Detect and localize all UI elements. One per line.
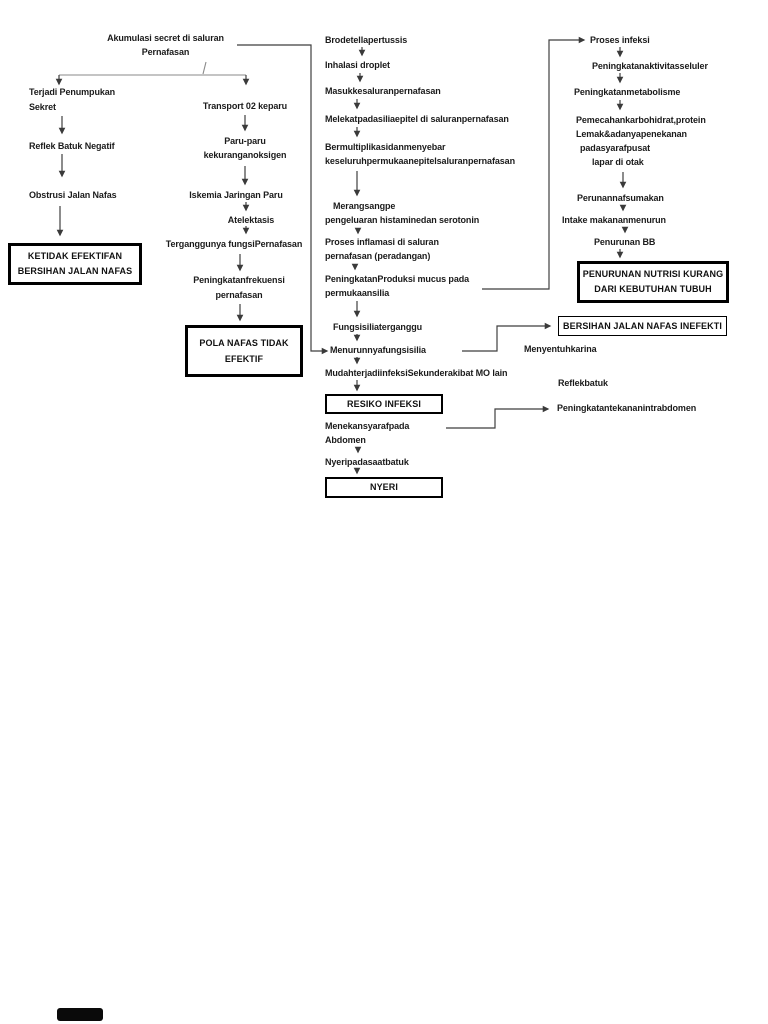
node-nyeri-saat-batuk: Nyeripadasaatbatuk <box>325 457 409 467</box>
node-mudah-infeksi-sekunder: MudahterjadiinfeksiSekunderakibat MO lai… <box>325 368 508 378</box>
node-reflek-batuk-negatif: Reflek Batuk Negatif <box>29 141 115 151</box>
node-fungsi-silia-terganggu: Fungsisiliaterganggu <box>333 322 423 332</box>
node-peningkatan-metabolisme: Peningkatanmetabolisme <box>574 87 681 97</box>
node-melekat-silia: Melekatpadasiliaepitel di saluranpernafa… <box>325 114 509 124</box>
node-akumulasi-sekret: Akumulasi secret di saluran Pernafasan <box>107 33 224 57</box>
node-masuk-saluran: Masukkesaluranpernafasan <box>325 86 441 96</box>
node-terganggunya-fungsi: Terganggunya fungsiPernafasan <box>165 239 303 249</box>
node-peningkatan-mucus: PeningkatanProduksi mucus pada permukaan… <box>325 274 470 298</box>
box-nyeri: NYERI <box>325 477 443 498</box>
box-resiko-infeksi: RESIKO INFEKSI <box>325 394 443 414</box>
node-intake-makanan-menurun: Intake makananmenurun <box>562 215 666 225</box>
node-inhalasi-droplet: Inhalasi droplet <box>325 60 390 70</box>
node-paru-kekurangan-oksigen: Paru-paru kekuranganoksigen <box>203 136 287 160</box>
node-iskemia-jaringan-paru: Iskemia Jaringan Paru <box>189 190 283 200</box>
box-pola-nafas-tidak-efektif: POLA NAFAS TIDAK EFEKTIF <box>185 325 303 377</box>
node-merangsang-pengeluaran: Merangsangpe pengeluaran histaminedan se… <box>325 201 480 225</box>
node-peningkatan-frekuensi: Peningkatanfrekuensi pernafasan <box>193 275 285 300</box>
node-transport-o2: Transport 02 keparu <box>202 101 288 111</box>
node-menekan-syaraf-abdomen: Menekansyarafpada Abdomen <box>325 421 410 445</box>
connector-menekan-to-tekanan <box>446 405 550 429</box>
node-bermultiplikasi: Bermultiplikasidanmenyebar keseluruhperm… <box>325 142 515 166</box>
node-penurunan-bb: Penurunan BB <box>594 237 656 247</box>
box-bersihan-jalan-nafas-inefektif: BERSIHAN JALAN NAFAS INEFEKTI <box>558 316 727 336</box>
box-ketidakefektifan-bersihan: KETIDAK EFEKTIFAN BERSIHAN JALAN NAFAS <box>8 243 142 285</box>
node-bordetella-pertussis: Brodetellapertussis <box>325 35 408 45</box>
page-footer-mark <box>57 1008 103 1021</box>
branch-stub <box>202 61 207 75</box>
box-penurunan-nutrisi: PENURUNAN NUTRISI KURANG DARI KEBUTUHAN … <box>577 261 729 303</box>
node-obstruksi-jalan-nafas: Obstrusi Jalan Nafas <box>29 190 117 200</box>
node-menyentuh-karina: Menyentuhkarina <box>524 344 597 354</box>
node-pemecahan-karbohidrat: Pemecahankarbohidrat,protein Lemak&adany… <box>576 115 706 167</box>
node-peningkatan-tekanan-intrabdomen: Peningkatantekananintrabdomen <box>557 403 697 413</box>
node-atelektasis: Atelektasis <box>227 215 275 225</box>
node-peningkatan-aktivitas-seluler: Peningkatanaktivitasseluler <box>592 61 708 71</box>
node-menurun-fungsi-silia: Menurunnyafungsisilia <box>330 345 426 355</box>
node-penurunan-nafsu-makan: Perunannafsumakan <box>577 193 664 203</box>
node-terjadi-penumpukan: Terjadi Penumpukan Sekret <box>29 87 116 112</box>
node-reflek-batuk: Reflekbatuk <box>558 378 608 388</box>
node-proses-infeksi: Proses infeksi <box>590 35 650 45</box>
node-proses-inflamasi: Proses inflamasi di saluran pernafasan (… <box>325 237 439 261</box>
